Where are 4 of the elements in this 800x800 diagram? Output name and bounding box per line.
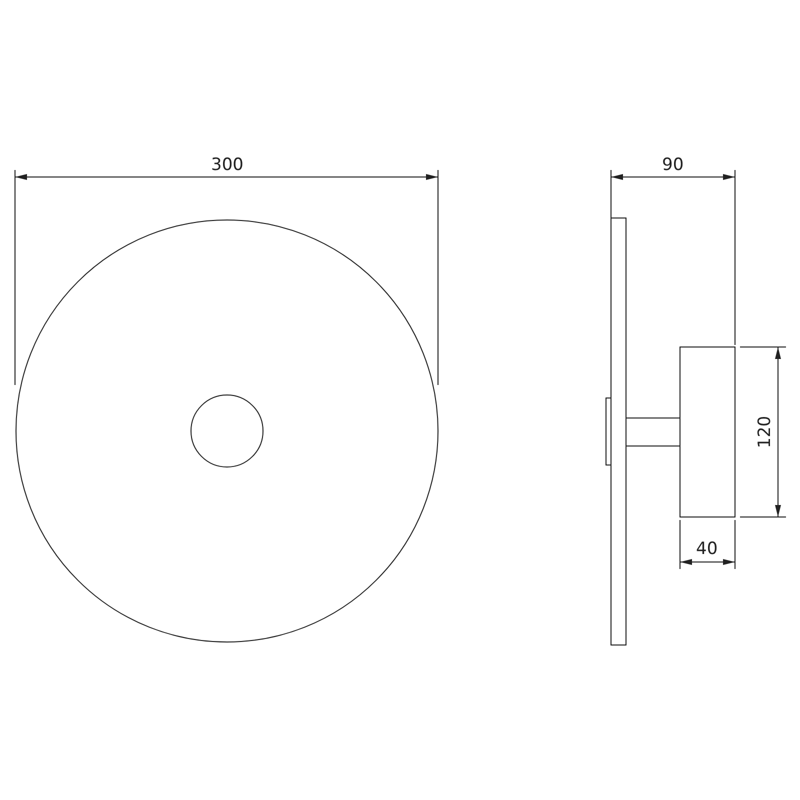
dimension-label: 300 [211, 155, 244, 175]
dimension-label: 120 [755, 416, 776, 448]
dimension-label: 40 [696, 539, 718, 559]
dimension-label: 90 [662, 155, 684, 175]
